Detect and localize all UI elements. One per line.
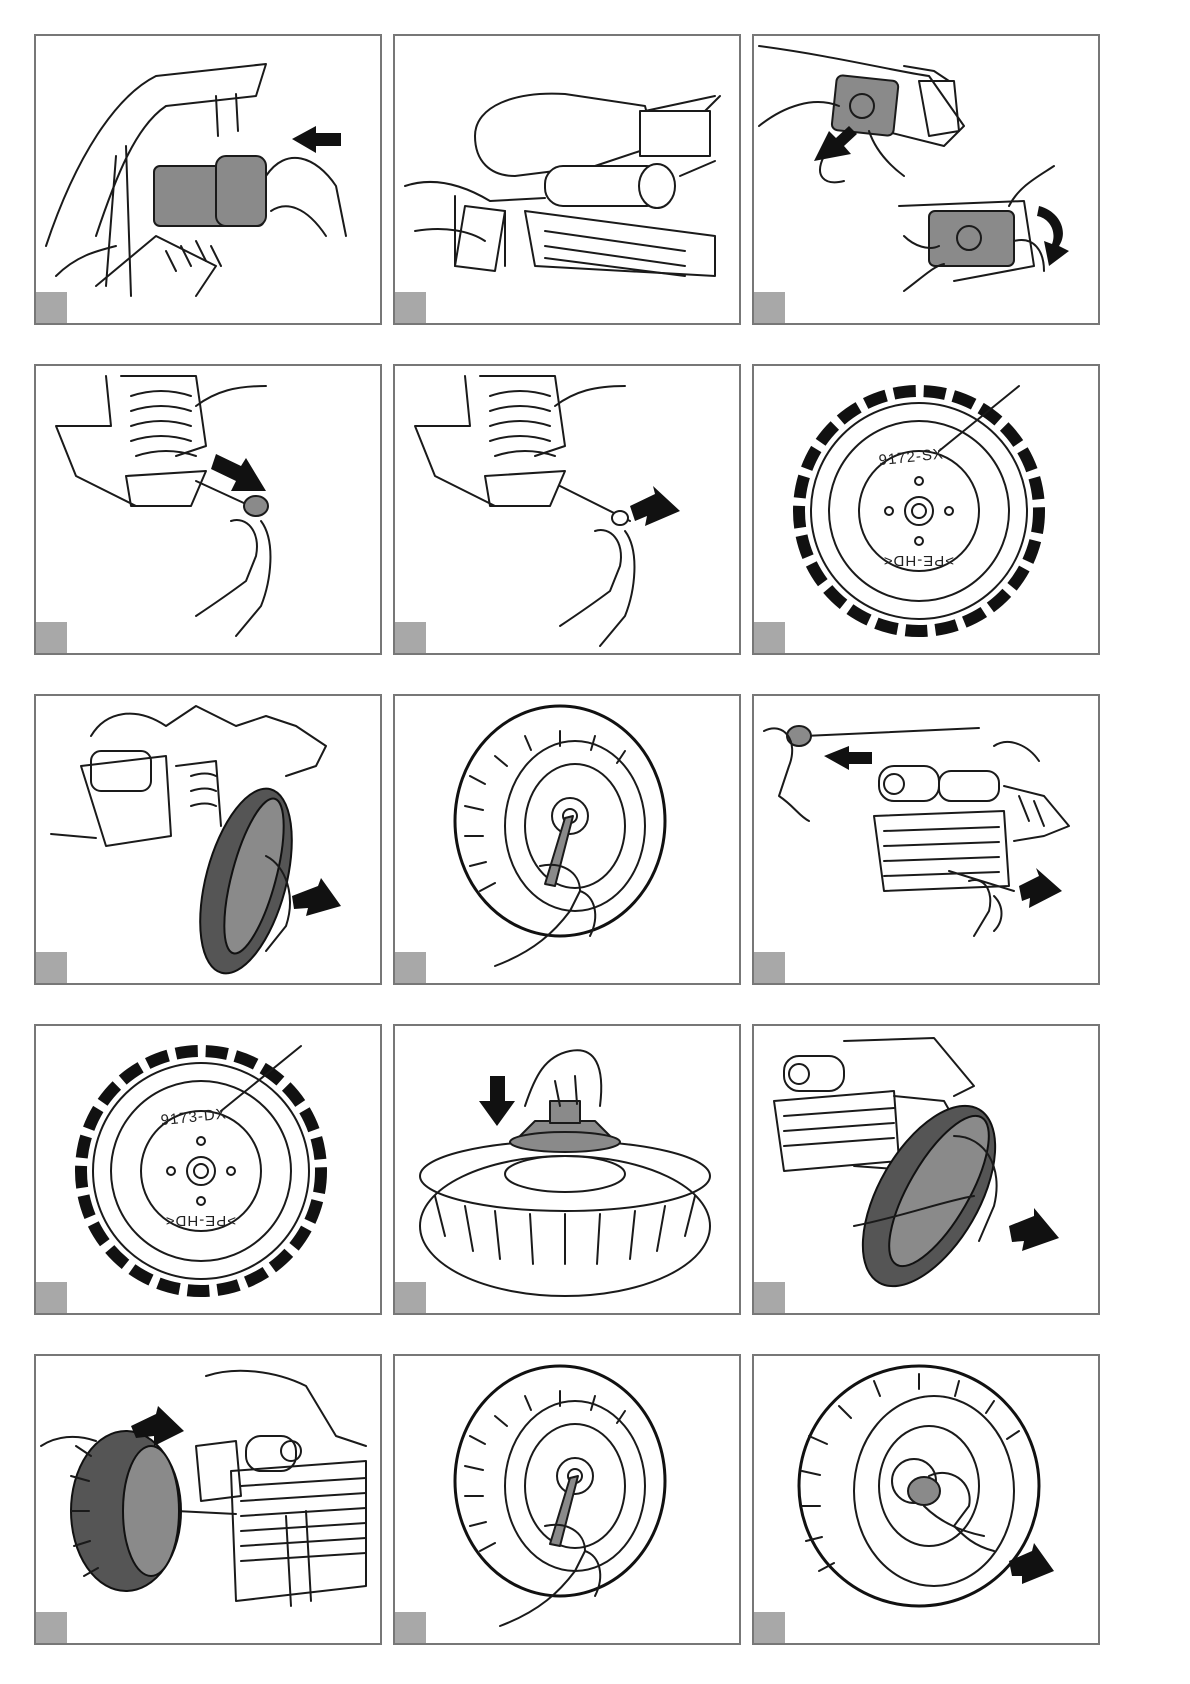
step-marker	[395, 292, 426, 323]
step-panel-9	[752, 694, 1100, 985]
arrow-up-icon	[814, 126, 857, 161]
step-marker	[36, 1282, 67, 1313]
arrow-left-icon	[1009, 1208, 1059, 1251]
step-panel-15	[752, 1354, 1100, 1645]
step-panel-5	[393, 364, 741, 655]
arrow-left-icon	[292, 878, 341, 916]
arrow-down-right-icon	[211, 454, 266, 491]
step-panel-7	[34, 694, 382, 985]
step-marker	[395, 622, 426, 653]
illustration-wheel-fitting	[36, 696, 379, 982]
illustration-screw-tightening	[395, 36, 738, 322]
step-panel-10: 9173-DX >PE-HD<	[34, 1024, 382, 1315]
illustration-axle-insertion	[395, 366, 738, 652]
arrow-left-icon	[292, 126, 341, 153]
step-panel-12	[752, 1024, 1100, 1315]
step-marker	[754, 952, 785, 983]
step-panel-14	[393, 1354, 741, 1645]
step-marker	[754, 1282, 785, 1313]
step-panel-11	[393, 1024, 741, 1315]
step-panel-6: 9172-SX >PE-HD<	[752, 364, 1100, 655]
step-panel-2	[393, 34, 741, 325]
arrow-left-icon	[824, 746, 872, 770]
hub-marking: >PE-HD<	[165, 1212, 236, 1229]
step-marker	[36, 952, 67, 983]
step-marker	[36, 1612, 67, 1643]
step-panel-8	[393, 694, 741, 985]
arrow-left-icon	[630, 486, 680, 526]
step-panel-4	[34, 364, 382, 655]
arrow-left-icon	[1019, 868, 1062, 908]
illustration-hub-cap-fit	[754, 1356, 1097, 1642]
step-panel-13	[34, 1354, 382, 1645]
hub-marking: >PE-HD<	[883, 552, 954, 569]
illustration-motor-insertion	[36, 36, 379, 322]
illustration-cover-removal	[754, 36, 1097, 322]
illustration-axle-through-motor	[754, 696, 1097, 982]
step-marker	[754, 1612, 785, 1643]
illustration-nut-tightening	[395, 696, 738, 982]
illustration-hub-cap-press	[395, 1026, 738, 1312]
step-marker	[754, 292, 785, 323]
arrow-down-icon	[479, 1076, 515, 1126]
step-marker	[395, 952, 426, 983]
step-marker	[754, 622, 785, 653]
step-marker	[36, 292, 67, 323]
illustration-right-wheel: 9173-DX >PE-HD<	[36, 1026, 379, 1312]
step-marker	[395, 1282, 426, 1313]
illustration-wheel-slide-on	[754, 1026, 1097, 1312]
illustration-nut-tightening-final	[395, 1356, 738, 1642]
step-marker	[36, 622, 67, 653]
step-panel-3	[752, 34, 1100, 325]
illustration-wheel-push-on	[36, 1356, 379, 1642]
step-panel-1	[34, 34, 382, 325]
illustration-left-wheel: 9172-SX >PE-HD<	[754, 366, 1097, 652]
illustration-axle-removal	[36, 366, 379, 652]
step-marker	[395, 1612, 426, 1643]
